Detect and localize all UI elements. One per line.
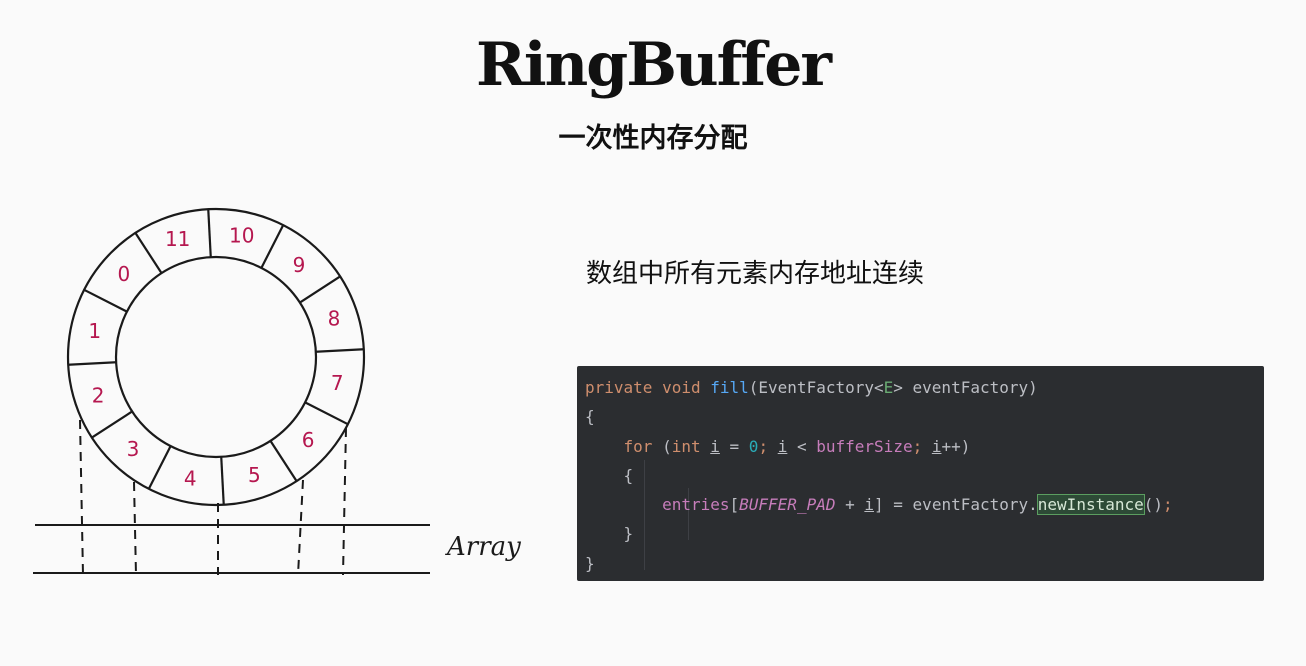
ring-outer xyxy=(66,207,366,507)
projection-line xyxy=(297,479,304,576)
ring-slot-label: 4 xyxy=(184,466,197,490)
code-line-4: { xyxy=(623,465,634,485)
ring-slot-divider xyxy=(269,440,298,482)
ring-slot-label: 5 xyxy=(248,463,261,487)
ring-slot-label: 1 xyxy=(88,319,101,343)
ring-slot-divider xyxy=(304,401,349,426)
ring-slot-label: 8 xyxy=(328,307,341,331)
ring-slot-divider xyxy=(68,361,117,366)
ring-slot-label: 2 xyxy=(92,383,105,407)
ring-slot-label: 0 xyxy=(117,262,130,286)
code-line-2: { xyxy=(585,407,595,427)
indent-guide xyxy=(644,460,645,570)
ring-slot-label: 6 xyxy=(302,428,315,452)
ring-slot-divider xyxy=(299,275,341,304)
ring-slot-divider xyxy=(207,209,212,258)
ring-slot-label: 10 xyxy=(229,224,254,248)
ring-slot-label: 9 xyxy=(293,253,306,277)
code-line-3: for (int i = 0; i < bufferSize; i++) xyxy=(623,436,971,456)
ring-slot-divider xyxy=(260,224,285,269)
code-line-7: } xyxy=(585,553,595,573)
ring-slot-divider xyxy=(83,288,128,313)
array-label: Array xyxy=(445,532,521,562)
projection-line xyxy=(133,481,137,576)
ring-slot-divider xyxy=(147,445,172,490)
projection-line xyxy=(342,427,347,576)
code-line-6: } xyxy=(623,524,634,544)
ring-slot-label: 3 xyxy=(127,437,140,461)
highlighted-method: newInstance xyxy=(1036,494,1145,516)
ring-slot-divider xyxy=(91,410,133,439)
ring-slot-divider xyxy=(134,232,163,274)
code-line-1: private void fill(EventFactory<E> eventF… xyxy=(585,378,1038,397)
ring-slot-label: 7 xyxy=(331,371,344,395)
ring-inner xyxy=(114,255,318,459)
ring-slot-divider xyxy=(315,348,364,353)
slide-title: RingBuffer xyxy=(476,30,832,100)
code-line-5: entries[BUFFER_PAD + i] = eventFactory.n… xyxy=(662,494,1173,516)
slide-subtitle: 一次性内存分配 xyxy=(558,123,748,154)
ring-dividers xyxy=(68,209,364,505)
ring-slot-divider xyxy=(220,456,225,505)
indent-guide xyxy=(688,488,689,540)
ring-slot-label: 11 xyxy=(165,227,190,251)
code-snippet: private void fill(EventFactory<E> eventF… xyxy=(577,366,1264,581)
description-text: 数组中所有元素内存地址连续 xyxy=(586,259,925,289)
projection-line xyxy=(79,419,84,576)
